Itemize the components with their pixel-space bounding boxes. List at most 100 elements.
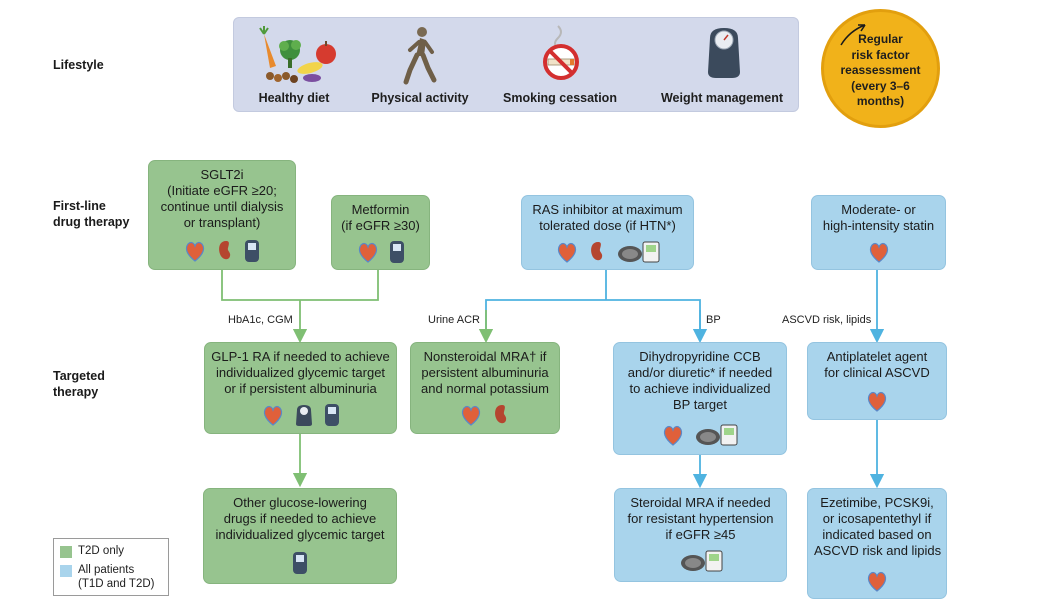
statin-line-2: high-intensity statin <box>822 218 935 233</box>
antiplatelet-icons <box>808 389 946 413</box>
kidney-icon <box>219 241 231 260</box>
kidney-icon <box>495 405 507 424</box>
other-glucose-line-3: individualized glycemic target <box>215 527 385 542</box>
reassess-line-1: Regular <box>858 32 903 46</box>
other-glucose-line-1: Other glucose-lowering <box>233 495 367 510</box>
ras-icons <box>522 240 693 264</box>
runner-icon <box>403 27 437 85</box>
other-glucose-line-2: drugs if needed to achieve <box>223 511 377 526</box>
sglt2i-line-4: or transplant) <box>183 215 261 230</box>
row-label-targeted-1: Targeted <box>53 369 105 383</box>
lifestyle-panel: Healthy diet Physical activity Smoking c… <box>233 17 799 112</box>
reassessment-badge: Regular risk factor reassessment (every … <box>821 9 940 128</box>
heart-icon <box>867 571 887 592</box>
box-ras-inhibitor: RAS inhibitor at maximum tolerated dose … <box>521 195 694 270</box>
lifestyle-label-smoking-cessation: Smoking cessation <box>503 91 617 105</box>
statin-line-1: Moderate- or <box>841 202 916 217</box>
heart-icon <box>867 391 887 412</box>
lifestyle-physical-activity: Physical activity <box>364 18 476 111</box>
ras-line-1: RAS inhibitor at maximum <box>532 202 683 217</box>
ezetimibe-line-2: or icosapentethyl if <box>822 511 932 526</box>
edge-label-hba1c: HbA1c, CGM <box>228 314 293 326</box>
heart-icon <box>185 241 205 262</box>
mra-line-2: persistent albuminuria <box>421 365 549 380</box>
lifestyle-weight-management: Weight management <box>648 18 796 111</box>
heart-icon <box>663 425 683 446</box>
box-other-glucose-lowering: Other glucose-lowering drugs if needed t… <box>203 488 397 584</box>
ezetimibe-line-1: Ezetimibe, PCSK9i, <box>820 495 934 510</box>
other-glucose-icons <box>204 551 396 575</box>
row-label-targeted: Targeted therapy <box>53 368 105 400</box>
glp1-line-2: individualized glycemic target <box>215 365 386 380</box>
row-label-first-line-1: First-line <box>53 199 106 213</box>
ccb-line-3: to achieve individualized <box>629 381 771 396</box>
legend-label-all-1: All patients <box>78 564 135 576</box>
ccb-line-1: Dihydropyridine CCB <box>639 349 761 364</box>
legend-swatch-blue <box>60 565 72 577</box>
box-metformin: Metformin (if eGFR ≥30) <box>331 195 430 270</box>
mra-line-1: Nonsteroidal MRA† if <box>423 349 547 364</box>
scale-icon <box>708 28 740 78</box>
row-label-first-line-2: drug therapy <box>53 215 130 229</box>
lifestyle-label-weight-management: Weight management <box>660 91 783 105</box>
reassess-line-4: (every 3–6 <box>851 78 910 93</box>
ccb-line-4: BP target <box>673 397 727 412</box>
legend-swatch-green <box>60 546 72 558</box>
heart-icon <box>358 242 377 263</box>
box-nonsteroidal-mra: Nonsteroidal MRA† if persistent albuminu… <box>410 342 560 434</box>
legend-item-all: All patients (T1D and T2D) <box>60 563 154 591</box>
steroidal-line-1: Steroidal MRA if needed <box>630 495 771 510</box>
ezetimibe-line-3: indicated based on <box>822 527 932 542</box>
metformin-icons <box>332 240 429 264</box>
glucose-meter-icon <box>324 404 339 426</box>
glp1-line-3: or if persistent albuminuria <box>224 381 377 396</box>
box-steroidal-mra: Steroidal MRA if needed for resistant hy… <box>614 488 787 582</box>
row-label-targeted-2: therapy <box>53 385 99 399</box>
glp1-line-1: GLP-1 RA if needed to achieve <box>211 349 390 364</box>
legend-item-t2d: T2D only <box>60 544 124 558</box>
heart-icon <box>263 405 282 426</box>
edge-label-bp: BP <box>706 314 721 326</box>
lifestyle-label-healthy-diet: Healthy diet <box>258 91 330 105</box>
scale-icon <box>295 405 312 426</box>
cycle-arrow-icon <box>840 24 866 46</box>
box-ezetimibe: Ezetimibe, PCSK9i, or icosapentethyl if … <box>807 488 947 599</box>
ezetimibe-line-4: ASCVD risk and lipids <box>814 543 942 558</box>
ezetimibe-icons <box>808 569 946 593</box>
legend-label-t2d: T2D only <box>78 545 125 557</box>
ccb-line-2: and/or diuretic* if needed <box>627 365 773 380</box>
bp-monitor-icon <box>696 424 738 446</box>
row-label-first-line: First-line drug therapy <box>53 198 129 230</box>
lifestyle-label-physical-activity: Physical activity <box>371 91 469 105</box>
sglt2i-icons <box>149 239 295 263</box>
kidney-icon <box>590 242 602 261</box>
lifestyle-smoking-cessation: Smoking cessation <box>496 18 624 111</box>
antiplatelet-line-2: for clinical ASCVD <box>824 365 930 380</box>
sglt2i-line-1: SGLT2i <box>200 167 244 182</box>
sglt2i-line-3: continue until dialysis <box>160 199 284 214</box>
metformin-line-2: (if eGFR ≥30) <box>341 218 420 233</box>
mra-line-3: and normal potassium <box>421 381 549 396</box>
reassess-line-2: risk factor <box>851 47 910 62</box>
heart-icon <box>869 242 888 263</box>
no-smoking-icon <box>543 25 579 80</box>
connector-ras-to-mra-and-ccb <box>485 270 701 336</box>
steroidal-icons <box>615 549 786 573</box>
legend-label-all-2: (T1D and T2D) <box>78 578 155 590</box>
legend: T2D only All patients (T1D and T2D) <box>53 538 169 596</box>
heart-icon <box>461 405 481 426</box>
antiplatelet-line-1: Antiplatelet agent <box>826 349 928 364</box>
metformin-line-1: Metformin <box>351 202 410 217</box>
glucose-meter-icon <box>389 241 404 263</box>
reassess-line-5: months) <box>856 94 905 108</box>
bp-monitor-icon <box>617 241 659 263</box>
edge-label-ascvd: ASCVD risk, lipids <box>782 314 872 326</box>
heart-icon <box>557 242 576 263</box>
box-antiplatelet: Antiplatelet agent for clinical ASCVD <box>807 342 947 420</box>
lifestyle-healthy-diet: Healthy diet <box>240 18 348 111</box>
bp-monitor-icon <box>680 550 722 572</box>
connector-sglt2i-metformin-to-glp1 <box>221 270 379 336</box>
edge-label-urine-acr: Urine ACR <box>428 314 480 326</box>
ras-line-2: tolerated dose (if HTN*) <box>539 218 676 233</box>
box-statin: Moderate- or high-intensity statin <box>811 195 946 270</box>
